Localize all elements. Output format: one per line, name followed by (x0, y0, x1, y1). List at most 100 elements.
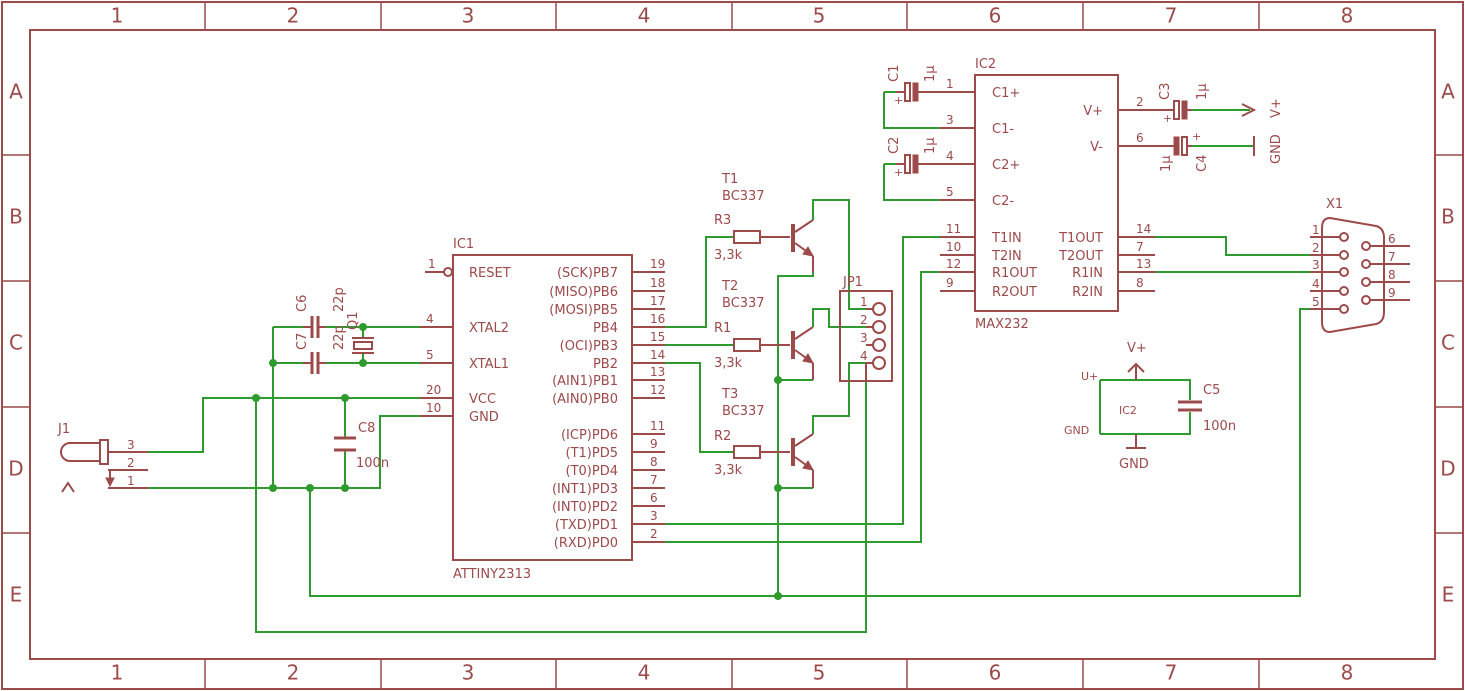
junctions (252, 323, 782, 600)
ic1-pin-number: 14 (650, 348, 665, 362)
ic1-pin-label: (OCI)PB3 (560, 339, 618, 354)
c2-value: 1µ (923, 137, 938, 154)
ic2-pin-label: R1OUT (992, 266, 1037, 281)
c8-value: 100n (356, 456, 389, 471)
ic2-pin-number: 4 (946, 149, 954, 163)
x1-pin-number: 7 (1388, 250, 1396, 264)
jp1-pin-number: 1 (860, 295, 868, 309)
ic1-pin-label: PB4 (593, 321, 618, 336)
c5-value: 100n (1203, 419, 1236, 434)
ic1-pin-number: 16 (650, 312, 665, 326)
ic1-pin-number: 17 (650, 294, 665, 308)
r3-name: R3 (714, 213, 731, 228)
ic2-pin-number: 7 (1136, 240, 1144, 254)
ic1-pin-number: 20 (426, 383, 441, 397)
transistor-t2: T2 BC337 (721, 279, 814, 380)
grid-row-label-right: B (1441, 205, 1455, 229)
x1-pin-number: 5 (1312, 295, 1320, 309)
ic2-pin-label: C2+ (992, 158, 1020, 173)
j1-pin-number: 3 (127, 438, 135, 452)
capacitor-c3: + C3 1µ V+ (1118, 83, 1284, 125)
t2-part: BC337 (722, 296, 765, 311)
grid-column-label-top: 1 (111, 4, 124, 28)
r1-value: 3,3k (714, 356, 743, 371)
ic1-pin-label: (AIN0)PB0 (552, 392, 618, 407)
capacitor-c7: C7 22p (295, 325, 347, 374)
c3-value: 1µ (1195, 83, 1210, 100)
r2-value: 3,3k (714, 463, 743, 478)
ic1-pin-number: 1 (428, 257, 436, 271)
ic2-pin-label: T1OUT (1058, 231, 1103, 246)
grid-row-label-left: C (9, 331, 23, 355)
ic1-pin-label: (TXD)PD1 (555, 518, 618, 533)
ic2-part: MAX232 (975, 317, 1029, 332)
ic2-pin-number: 6 (1136, 131, 1144, 145)
ic2-pin-label: T2IN (991, 249, 1022, 264)
t1-name: T1 (721, 172, 738, 187)
grid-column-label-top: 7 (1165, 4, 1178, 28)
ic1-pin-number: 2 (650, 527, 658, 541)
ic2-pin-label: C2- (992, 194, 1014, 209)
ic1-pin-label: (INT0)PD2 (552, 500, 618, 515)
ic2-pin-label: R2OUT (992, 285, 1037, 300)
j1-pin-number: 1 (127, 474, 135, 488)
r3-value: 3,3k (714, 248, 743, 263)
capacitor-c5: C5 100n (1178, 383, 1236, 434)
ic1-pin-label: RESET (469, 266, 511, 281)
transistor-t3: T3 BC337 (721, 387, 814, 488)
grid-row-label-left: E (10, 583, 23, 607)
ic1-pin-number: 8 (650, 455, 658, 469)
ic2-power-pins: V+ U+ IC2 GND GND (1064, 341, 1149, 472)
ic1-pin-label: (RXD)PD0 (554, 536, 618, 551)
t3-part: BC337 (722, 404, 765, 419)
ic1-part: ATTINY2313 (453, 567, 531, 582)
grid-row-label-left: B (9, 205, 23, 229)
jp1-pin-number: 3 (860, 331, 868, 345)
ic1-pin-label: (SCK)PB7 (557, 266, 618, 281)
ic1-pin-number: 19 (650, 257, 665, 271)
c5-name: C5 (1203, 383, 1220, 398)
c4-value: 1µ (1159, 155, 1174, 172)
ic2-pin-label: V+ (1083, 104, 1103, 119)
grid-row-label-left: D (8, 457, 23, 481)
ic1-pin-number: 18 (650, 276, 665, 290)
grid-column-label-bottom: 4 (638, 661, 651, 685)
r2-name: R2 (714, 429, 731, 444)
connector-j1: J1 321 (57, 422, 148, 493)
ic1-pin-label: XTAL2 (469, 321, 509, 336)
crystal-q1: Q1 (346, 311, 374, 354)
c7-name: C7 (295, 333, 310, 350)
vplus-label-top: V+ (1269, 98, 1284, 118)
gnd-pin-label: GND (1064, 424, 1089, 437)
grid-column-label-top: 8 (1341, 4, 1354, 28)
ic1-pin-number: 6 (650, 491, 658, 505)
ic2-pin-label: C1+ (992, 86, 1020, 101)
ic1-pin-label: (T0)PD4 (566, 464, 618, 479)
grid-column-label-bottom: 5 (813, 661, 826, 685)
grid-column-label-bottom: 6 (989, 661, 1002, 685)
ic2-pin-number: 14 (1136, 222, 1151, 236)
ic2-pin-label: R2IN (1072, 285, 1103, 300)
ic2-pin-number: 8 (1136, 276, 1144, 290)
ic1-pin-number: 10 (426, 401, 441, 415)
c1-plus: + (894, 94, 903, 107)
grid-column-label-bottom: 1 (111, 661, 124, 685)
grid-column-label-bottom: 3 (462, 661, 475, 685)
ic1-pin-label: (T1)PD5 (566, 446, 618, 461)
c6-name: C6 (295, 295, 310, 312)
grid-row-label-right: D (1440, 457, 1455, 481)
grid-column-label-top: 2 (287, 4, 300, 28)
ic1-pin-label: (MISO)PB6 (549, 285, 618, 300)
x1-name: X1 (1326, 197, 1343, 212)
x1-pin-number: 9 (1388, 286, 1396, 300)
t2-name: T2 (721, 279, 738, 294)
j1-pin-number: 2 (127, 456, 135, 470)
grid-column-label-top: 3 (462, 4, 475, 28)
capacitor-c8: C8 100n (334, 421, 389, 471)
resistor-r2: R2 3,3k (714, 429, 790, 478)
grid-row-label-left: A (9, 80, 23, 104)
ic1-pin-number: 9 (650, 437, 658, 451)
grid-column-label-top: 6 (989, 4, 1002, 28)
